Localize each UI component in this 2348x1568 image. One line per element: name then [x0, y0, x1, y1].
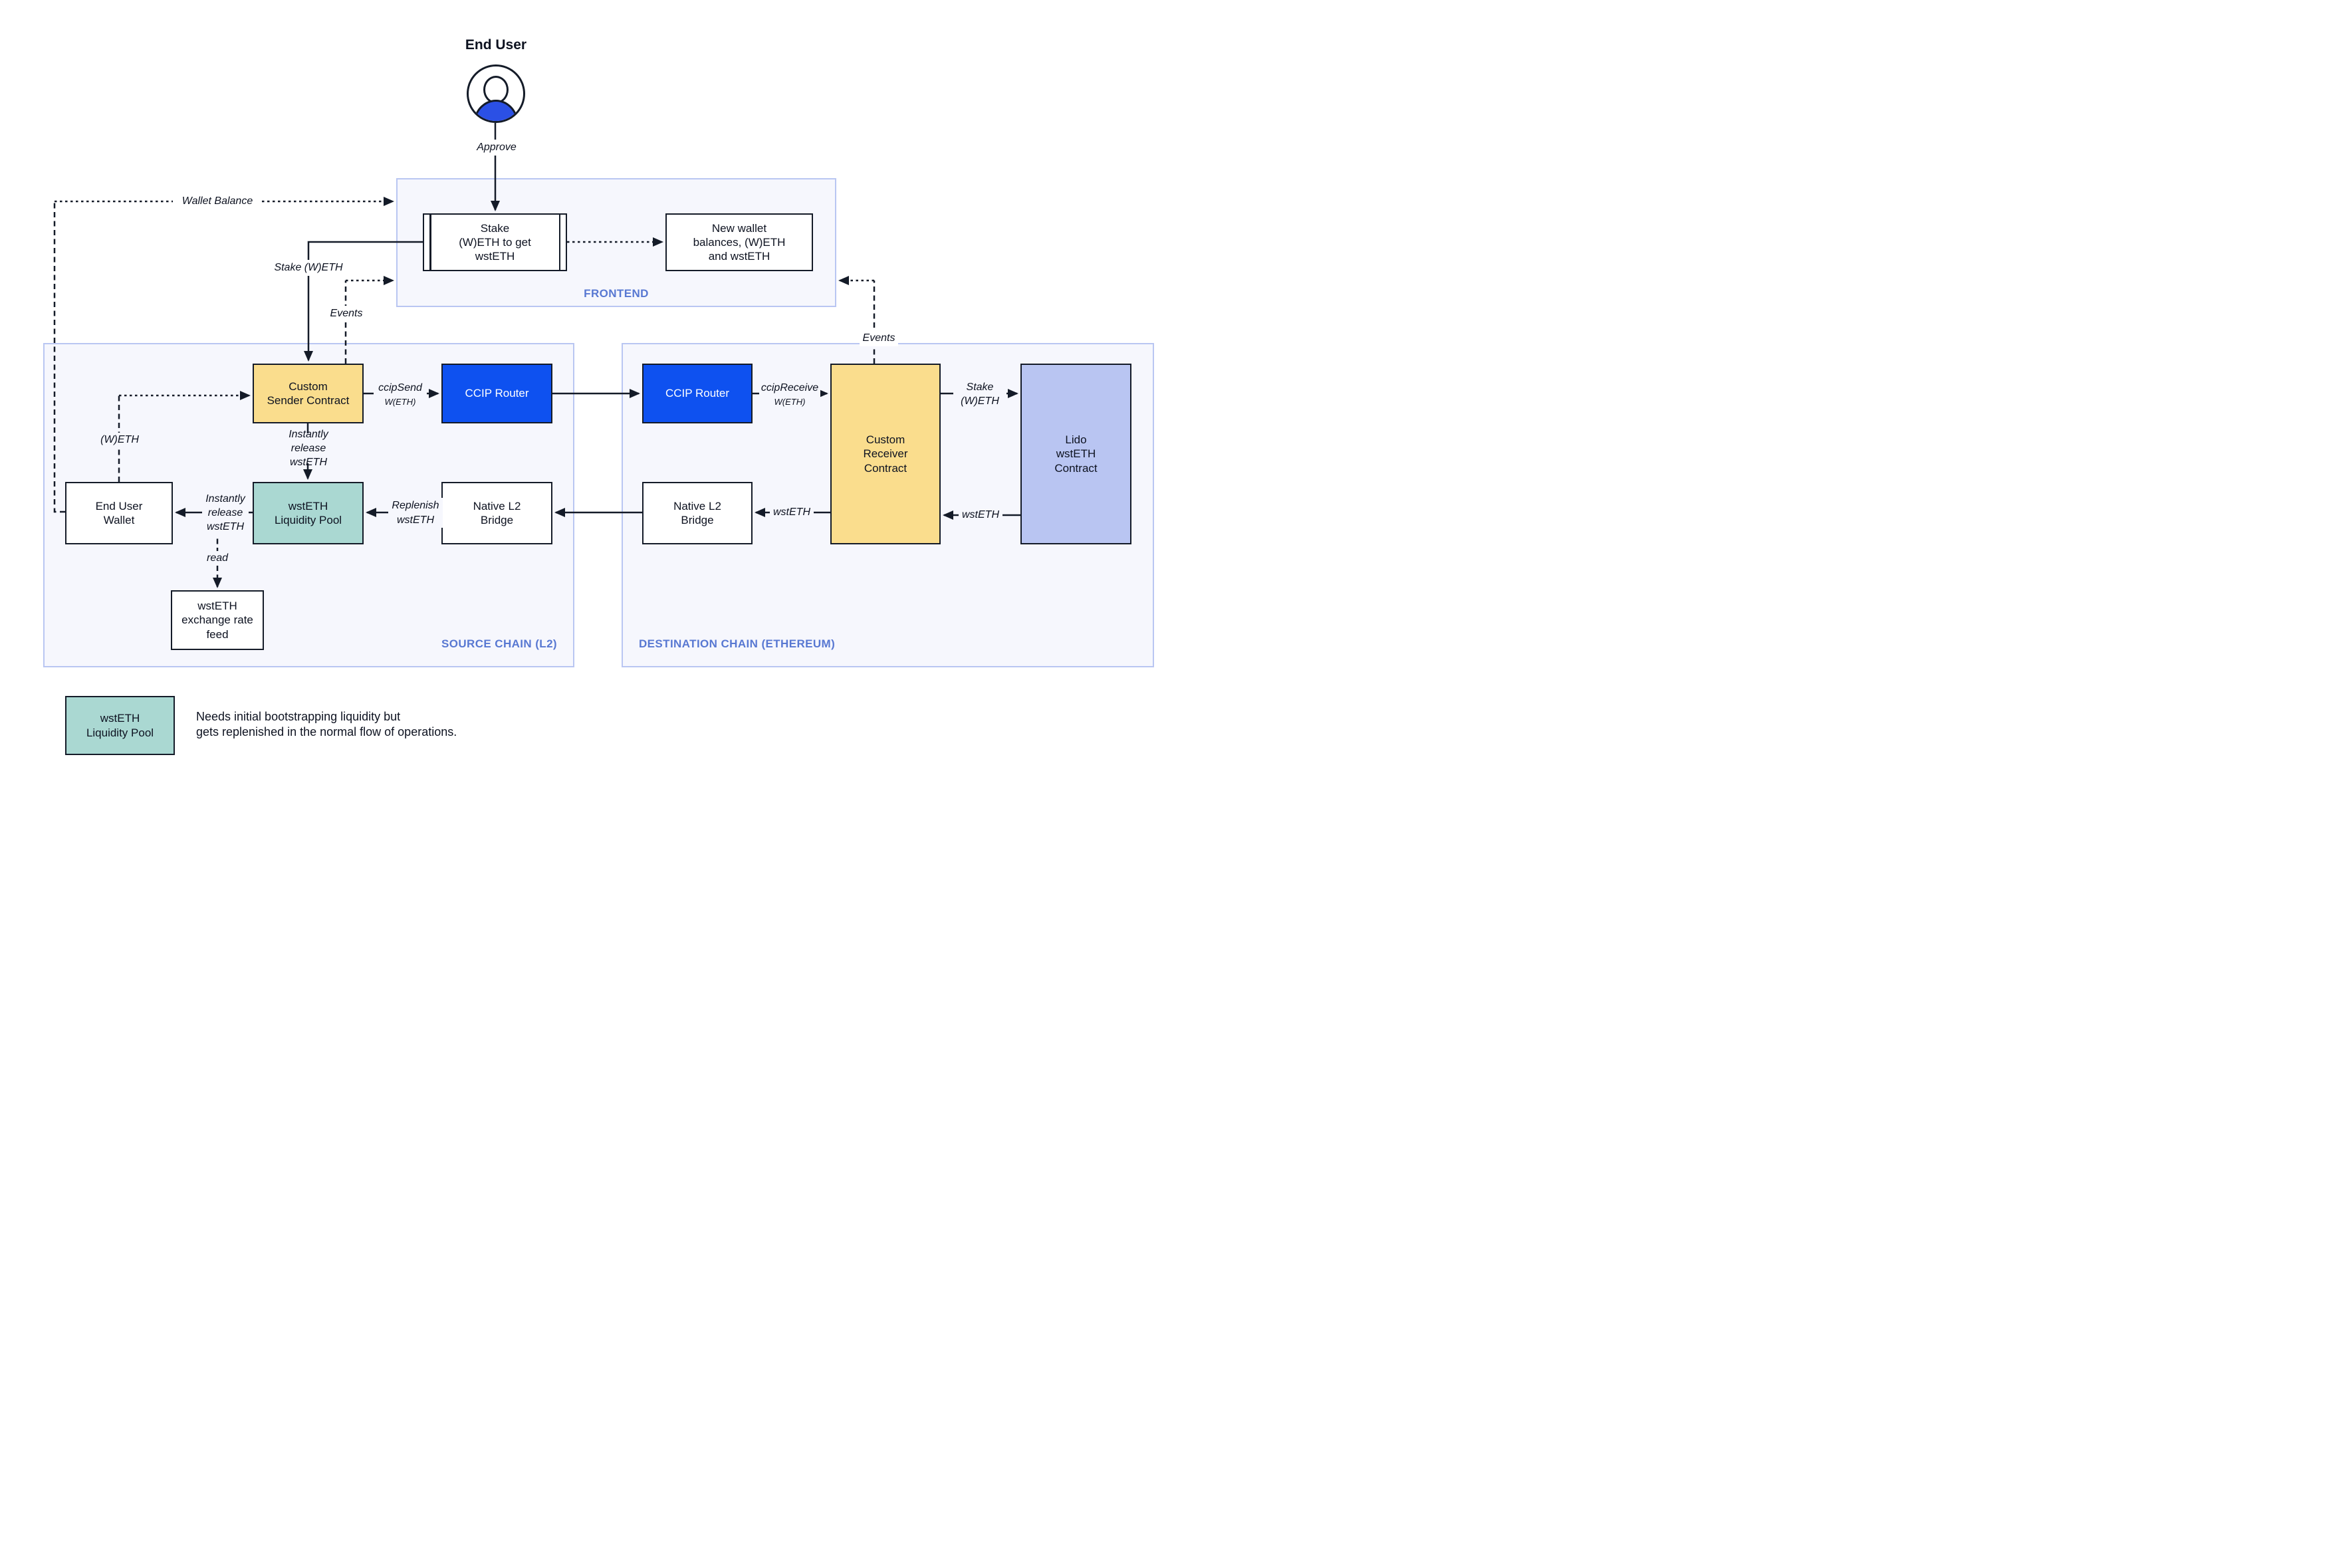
- legend-note: Needs initial bootstrapping liquidity bu…: [196, 710, 457, 739]
- person-shoulders-icon: [473, 100, 519, 121]
- edge-label-wsteth-from-lido: wstETH: [959, 508, 1002, 522]
- edge-label-wsteth-to-bridge: wstETH: [770, 505, 814, 520]
- edge-wallet-drop-line: [53, 201, 65, 513]
- node-exchange-rate-feed: wstETH exchange rate feed: [171, 590, 264, 650]
- diagram-canvas: FRONTEND DESTINATION CHAIN (ETHEREUM) SO…: [0, 0, 1174, 784]
- edge-label-events-left: Events: [327, 306, 366, 322]
- edge-label-ccipreceive-sub: W(ETH): [774, 396, 806, 407]
- edge-label-replenish: Replenish wstETH: [388, 498, 443, 528]
- node-native-bridge-source: Native L2 Bridge: [441, 482, 552, 544]
- legend-liquidity-pool-box: wstETH Liquidity Pool: [65, 696, 175, 755]
- edge-label-ccipreceive-main: ccipReceive: [761, 382, 819, 393]
- region-frontend-label: FRONTEND: [584, 287, 649, 300]
- edge-label-read: read: [202, 551, 233, 566]
- edge-label-release-v: Instantly release wstETH: [275, 429, 342, 468]
- edge-label-stake-weth-right: Stake (W)ETH: [953, 379, 1006, 409]
- edge-label-ccipsend-sub: W(ETH): [384, 396, 416, 407]
- node-ccip-router-source: CCIP Router: [441, 364, 552, 423]
- edge-label-events-right: Events: [860, 330, 898, 346]
- edge-label-ccipreceive: ccipReceive W(ETH): [759, 380, 820, 408]
- edge-label-ccipsend: ccipSend W(ETH): [374, 380, 427, 408]
- edge-label-approve: Approve: [471, 140, 523, 156]
- node-new-wallet: New wallet balances, (W)ETH and wstETH: [665, 213, 813, 271]
- edge-label-weth: (W)ETH: [98, 433, 141, 447]
- edge-label-wallet-balance: Wallet Balance: [173, 193, 262, 209]
- edge-label-ccipsend-main: ccipSend: [378, 382, 422, 393]
- node-custom-receiver: Custom Receiver Contract: [830, 364, 941, 544]
- node-stake-widget: Stake (W)ETH to get wstETH: [423, 213, 567, 271]
- node-native-bridge-dest: Native L2 Bridge: [642, 482, 753, 544]
- end-user-icon: [467, 64, 525, 123]
- node-custom-sender: Custom Sender Contract: [253, 364, 364, 423]
- end-user-title: End User: [465, 37, 527, 53]
- region-destination-chain-label: DESTINATION CHAIN (ETHEREUM): [639, 637, 836, 650]
- edge-stake-weth-left-line: [304, 241, 423, 362]
- node-liquidity-pool: wstETH Liquidity Pool: [253, 482, 364, 544]
- person-head-icon: [483, 76, 509, 104]
- edge-label-stake-weth-left: Stake (W)ETH: [271, 260, 346, 276]
- node-ccip-router-dest: CCIP Router: [642, 364, 753, 423]
- node-end-user-wallet: End User Wallet: [65, 482, 173, 544]
- node-lido-contract: Lido wstETH Contract: [1020, 364, 1131, 544]
- edge-label-release-h: Instantly release wstETH: [202, 491, 249, 535]
- region-source-chain-label2: SOURCE CHAIN (L2): [441, 637, 557, 650]
